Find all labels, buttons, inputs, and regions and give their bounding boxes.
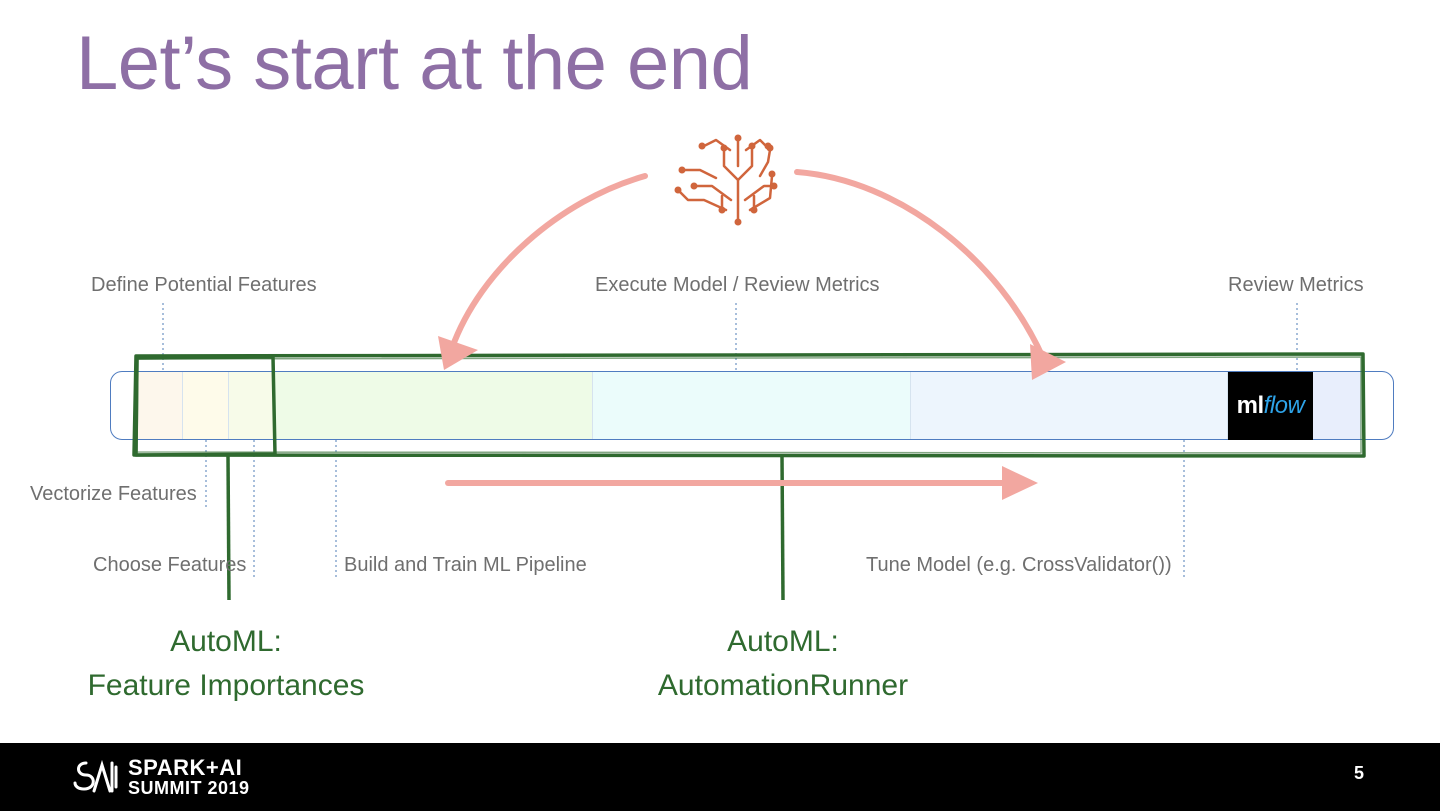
pipeline-bar — [110, 371, 1394, 440]
forward-arrowhead — [1002, 466, 1038, 500]
slide-footer — [0, 743, 1440, 811]
brain-circuit-nodes — [674, 134, 778, 226]
label-execute-model: Execute Model / Review Metrics — [595, 274, 880, 296]
automl-left-line2: Feature Importances — [87, 669, 365, 702]
label-tune-model: Tune Model (e.g. CrossValidator()) — [866, 554, 1172, 576]
logo-line2: SUMMIT 2019 — [128, 778, 250, 798]
arc-right-arrow — [794, 169, 1047, 363]
pipeline-segment-tune — [911, 372, 1228, 439]
automl-outer-box — [132, 352, 1366, 458]
automl-feature-importances-caption: AutoML: Feature Importances — [76, 620, 376, 708]
label-build-train: Build and Train ML Pipeline — [344, 554, 587, 576]
brain-circuit-icon — [678, 138, 774, 222]
slide-title: Let’s start at the end — [76, 21, 753, 106]
mlflow-logo-flow: flow — [1263, 392, 1305, 419]
spark-ai-logo: SPARK+AI SUMMIT 2019 — [72, 752, 272, 802]
label-define-features: Define Potential Features — [91, 274, 317, 296]
arc-right-arrowhead — [1030, 344, 1066, 380]
automl-right-line2: AutomationRunner — [657, 669, 909, 702]
pipeline-segment-vectorize — [183, 372, 229, 439]
pipeline-segment-define — [136, 372, 183, 439]
spark-ai-logo-text: SPARK+AI SUMMIT 2019 — [128, 755, 250, 798]
spark-ai-logo-icon — [73, 759, 118, 793]
pipeline-segment-build — [275, 372, 593, 439]
pipeline-segment-choose — [229, 372, 275, 439]
mlflow-logo-ml: ml — [1236, 392, 1265, 419]
automl-feature-box — [134, 355, 277, 457]
label-review-metrics: Review Metrics — [1228, 274, 1364, 296]
pipeline-segment-execute — [593, 372, 911, 439]
automl-right-stem — [780, 455, 785, 601]
pipeline-segment-review — [1313, 372, 1361, 439]
logo-line1: SPARK+AI — [128, 755, 243, 780]
arc-left-arrow — [449, 173, 648, 351]
page-number: 5 — [1353, 763, 1364, 783]
automl-right-line1: AutoML: — [727, 625, 839, 658]
automl-left-stem — [226, 455, 231, 601]
label-vectorize-features: Vectorize Features — [30, 483, 197, 505]
label-choose-features: Choose Features — [93, 554, 247, 576]
automl-left-line1: AutoML: — [170, 625, 282, 658]
arc-left-arrowhead — [438, 336, 478, 370]
automl-automation-runner-caption: AutoML: AutomationRunner — [633, 620, 933, 708]
automl-outer-box-inner — [136, 356, 1362, 454]
